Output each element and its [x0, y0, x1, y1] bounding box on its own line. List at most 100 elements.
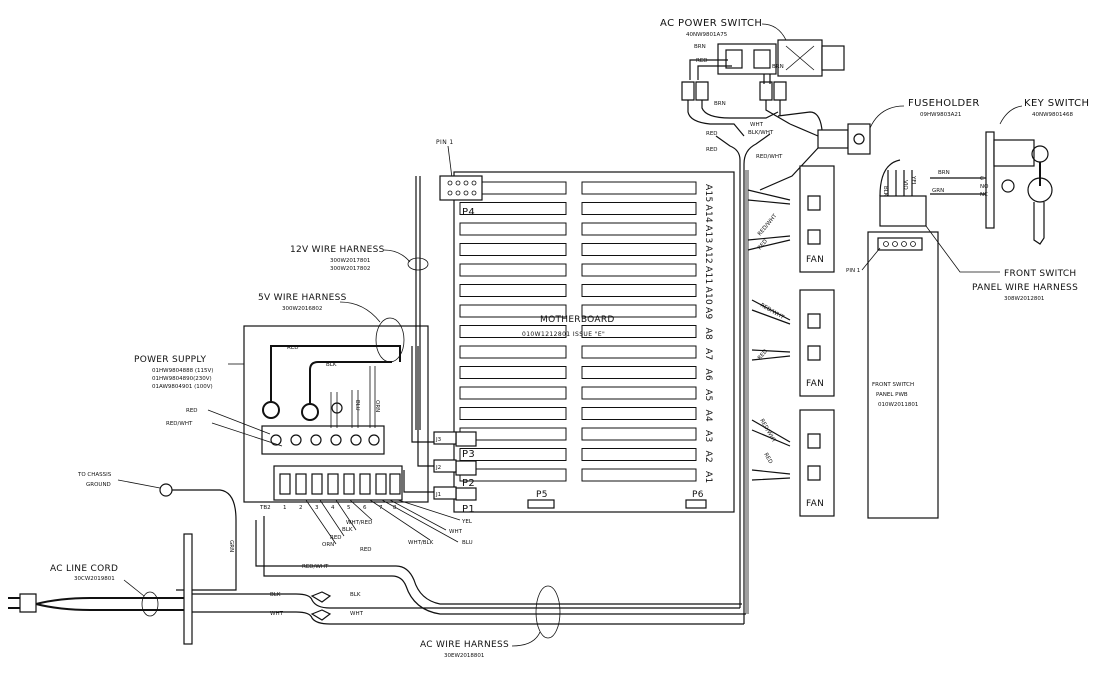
slot-label-a13: A13 — [703, 225, 713, 244]
key-switch-title: KEY SWITCH — [1024, 98, 1089, 109]
p3-connector — [455, 431, 477, 447]
fan-1-label: FAN — [806, 255, 824, 265]
grn-label-key: GRN — [932, 188, 944, 194]
yel-label: YEL — [461, 519, 473, 525]
tb2-number: 8 — [393, 505, 397, 511]
slot-label-a8: A8 — [703, 328, 713, 340]
pwb-title2: PANEL PWB — [876, 392, 908, 398]
slot-right-a12 — [581, 243, 697, 256]
yel-label-key: YEL — [910, 175, 916, 187]
harness-labels: 5V WIRE HARNESS 300W2016802 12V WIRE HAR… — [258, 245, 429, 363]
tb2-number: 6 — [363, 505, 367, 511]
j3-label: J3 — [435, 437, 442, 443]
motherboard-pin1-label: PIN 1 — [436, 139, 454, 146]
c-term-label: C — [980, 176, 984, 182]
tb2-screws — [279, 473, 401, 495]
p2-label: P2 — [462, 478, 475, 489]
tb2-label: TB2 — [259, 505, 271, 511]
tb2-number: 5 — [347, 505, 351, 511]
slot-label-a4: A4 — [703, 410, 713, 422]
tb1-terminal-block — [261, 425, 385, 455]
slot-left-a8 — [459, 325, 567, 338]
fans: FAN FAN FAN RED/WHT RED RED/WHT RED RED/… — [747, 165, 835, 517]
slot-left-a9 — [459, 304, 567, 318]
fuseholder: FUSEHOLDER 09HW9803A21 — [759, 98, 979, 191]
slot-left-a12 — [459, 243, 567, 256]
wht-label-ac: WHT — [270, 611, 284, 617]
ac-wiring: BLK BLK WHT WHT RED/WHT RED AC WIRE HARN… — [192, 133, 771, 659]
red-wht-label-fan3: RED/WHT — [758, 418, 777, 444]
key-switch: KEY SWITCH 40NW9801468 C NO NC BRN GRN — [879, 98, 1089, 245]
chassis-panel — [183, 533, 193, 645]
harness-5v-part: 300W2016802 — [282, 306, 322, 312]
p6-label: P6 — [692, 490, 704, 500]
slot-label-a2: A2 — [703, 451, 713, 463]
wht-label-sw: WHT — [750, 122, 764, 128]
fan-3 — [799, 409, 835, 517]
p2-connector — [455, 460, 477, 476]
slot-right-a3 — [581, 427, 697, 441]
slot-right-a8 — [581, 325, 697, 338]
tb1-screws — [270, 434, 380, 446]
pwb-pins — [883, 241, 916, 247]
slot-right-a11 — [581, 263, 697, 277]
red-label-sw: RED — [696, 58, 708, 64]
vio-label: VIO — [902, 180, 908, 190]
nc-term-label: NC — [980, 192, 988, 198]
red-wht-label-ps: RED/WHT — [166, 421, 193, 427]
power-supply-part1: 01HW9804888 (115V) — [152, 368, 213, 374]
chassis-ground-line1: TO CHASSIS — [77, 472, 112, 478]
p1-connector — [455, 487, 477, 501]
wht-label-tb: WHT — [449, 529, 463, 535]
harness-front-title2: PANEL WIRE HARNESS — [972, 283, 1078, 293]
tb2-number: 7 — [379, 505, 383, 511]
front-panel-plate — [985, 131, 995, 229]
slot-right-a1 — [581, 468, 697, 482]
orn-label-v: ORN — [374, 400, 380, 412]
brn-label-sw3: BRN — [714, 101, 726, 107]
plug-body — [19, 593, 37, 613]
key-switch-part: 40NW9801468 — [1032, 112, 1074, 118]
slot-label-a14: A14 — [703, 205, 713, 224]
slot-right-a10 — [581, 284, 697, 297]
slot-left-a11 — [459, 263, 567, 277]
red-label-sw3: RED — [706, 147, 718, 153]
ac-line-cord: AC LINE CORD 30CW2019801 — [8, 533, 193, 645]
slot-left-a7 — [459, 345, 567, 359]
slot-label-a7: A7 — [703, 348, 713, 360]
fan-2-label: FAN — [806, 379, 824, 389]
slot-left-a10 — [459, 284, 567, 297]
slot-right-a2 — [581, 448, 697, 461]
red-label-ps: RED — [186, 408, 198, 414]
brn-label-key: BRN — [938, 170, 950, 176]
wht-label-ac2: WHT — [350, 611, 364, 617]
blk-label-ac: BLK — [270, 592, 281, 598]
pwb-title: FRONT SWITCH — [872, 382, 914, 388]
harness-front-part: 308W2012801 — [1004, 296, 1044, 302]
red-wht-label-fan2: RED/WHT — [759, 303, 785, 322]
harness-12v-part2: 300W2017802 — [330, 266, 370, 272]
j2-label: J2 — [435, 465, 441, 471]
red-label-tb: RED — [330, 535, 342, 541]
slot-right-a15 — [581, 181, 697, 195]
slot-left-a5 — [459, 386, 567, 400]
wht-blk-label: WHT/BLK — [408, 540, 434, 546]
red-label-fan3: RED — [762, 452, 773, 465]
harness-12v-part1: 300W2017801 — [330, 258, 370, 264]
slot-right-a14 — [581, 202, 697, 215]
front-switch-pwb: PIN 1 BLK VIO YEL FRONT SWITCH PANEL PWB… — [846, 170, 1078, 519]
blk-label-ac2: BLK — [350, 592, 361, 598]
slot-left-a14 — [459, 202, 567, 215]
red-label-sw2: RED — [706, 131, 718, 137]
orn-label-tb: ORN — [322, 542, 334, 548]
fan-3-label: FAN — [806, 499, 824, 509]
slot-left-a6 — [459, 366, 567, 379]
red-label-ac: RED — [360, 547, 372, 553]
no-term-label: NO — [980, 184, 989, 190]
tb2-number: 1 — [283, 505, 287, 511]
ac-harness-title: AC WIRE HARNESS — [420, 640, 509, 650]
ac-switch-part: 40NW9801A75 — [686, 32, 728, 38]
blk-label-tb: BLK — [342, 527, 353, 533]
